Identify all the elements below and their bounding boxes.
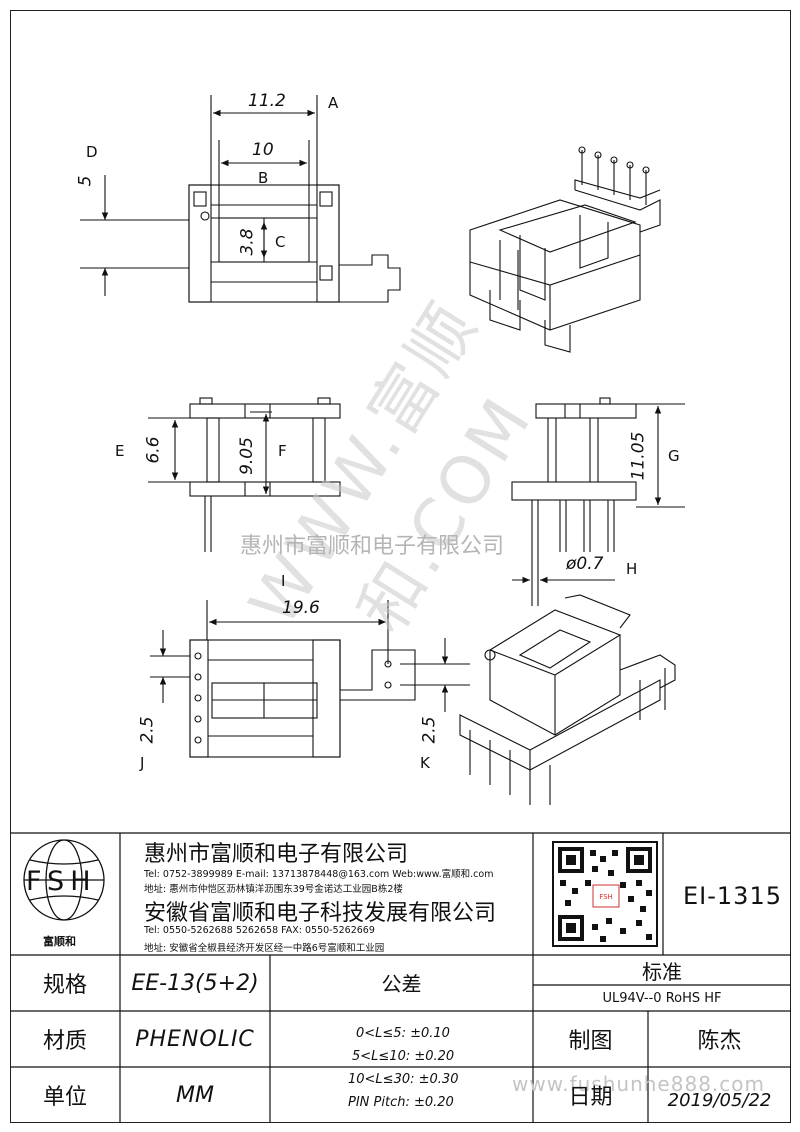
- label-j: J: [140, 754, 145, 772]
- label-b: B: [258, 169, 269, 187]
- watermark-company: 惠州市富顺和电子有限公司: [240, 534, 505, 559]
- dim-6-6: 6.6: [143, 436, 164, 464]
- dim-pin-diameter: ø0.7: [566, 554, 604, 574]
- date-label: 日期: [568, 1085, 613, 1110]
- tolerance-2: 5<L≤10: ±0.20: [352, 1049, 455, 1064]
- label-e: E: [115, 442, 125, 460]
- label-k: K: [420, 754, 430, 772]
- dim-2-5-left: 2.5: [137, 716, 158, 744]
- watermark-site: www.fushunhe888.com: [512, 1072, 765, 1096]
- company-name-1: 惠州市富顺和电子有限公司: [144, 842, 409, 867]
- company-name-2: 安徽省富顺和电子科技发展有限公司: [144, 901, 497, 926]
- dim-11-2: 11.2: [248, 91, 286, 111]
- tolerance-label: 公差: [381, 971, 422, 996]
- dim-3-8: 3.8: [237, 228, 258, 256]
- material-label: 材质: [42, 1029, 87, 1054]
- spec-label: 规格: [42, 973, 87, 998]
- front-view: [148, 397, 341, 552]
- drawn-value: 陈杰: [697, 1029, 742, 1054]
- bottom-view: [150, 600, 470, 758]
- logo-text: FSH: [26, 866, 97, 897]
- spec-value: EE-13(5+2): [131, 970, 259, 996]
- label-a: A: [328, 94, 339, 112]
- tolerance-4: PIN Pitch: ±0.20: [348, 1095, 454, 1110]
- material-value: PHENOLIC: [135, 1026, 255, 1052]
- standard-label: 标准: [642, 959, 682, 984]
- tolerance-1: 0<L≤5: ±0.10: [356, 1026, 450, 1041]
- company-address-2: 地址: 安徽省全椒县经济开发区经一中路6号富顺和工业园: [144, 943, 385, 954]
- dim-5: 5: [75, 175, 96, 187]
- side-view: [511, 397, 685, 606]
- company-contact-1: Tel: 0752-3899989 E-mail: 13713878448@16…: [144, 869, 494, 880]
- unit-label: 单位: [42, 1085, 87, 1110]
- tolerance-3: 10<L≤30: ±0.30: [348, 1072, 459, 1087]
- unit-value: MM: [176, 1082, 214, 1108]
- label-d: D: [86, 143, 98, 161]
- date-value: 2019/05/22: [667, 1089, 772, 1111]
- label-i: I: [281, 572, 286, 590]
- standard-value: UL94V--0 RoHS HF: [602, 990, 722, 1006]
- qr-center-logo: [592, 884, 620, 908]
- part-number: EI-1315: [683, 882, 782, 910]
- label-f: F: [278, 442, 287, 460]
- drawn-label: 制图: [568, 1029, 613, 1054]
- drawing-sheet: [10, 10, 791, 1123]
- dim-11-05: 11.05: [628, 431, 649, 481]
- fsh-logo: [23, 839, 105, 921]
- title-block-lines: [10, 832, 791, 1123]
- label-h: H: [626, 560, 638, 578]
- isometric-view-1: [469, 146, 661, 353]
- svg-text:FSH: FSH: [599, 893, 613, 901]
- company-address-1: 地址: 惠州市仲恺区沥林镇洋沥围东39号金诺达工业园B栋2楼: [144, 884, 403, 895]
- qr-code: [552, 841, 658, 947]
- dim-19-6: 19.6: [282, 598, 320, 618]
- dim-10: 10: [252, 140, 274, 160]
- dim-2-5-right: 2.5: [419, 716, 440, 744]
- qr-pattern: [560, 850, 652, 942]
- company-contact-2: Tel: 0550-5262688 5262658 FAX: 0550-5262…: [144, 925, 375, 936]
- label-g: G: [668, 447, 680, 465]
- top-view: [80, 95, 401, 303]
- dim-9-05: 9.05: [236, 437, 257, 475]
- label-c: C: [275, 233, 286, 251]
- logo-sub: 富顺和: [43, 935, 76, 948]
- isometric-view-2: [459, 594, 676, 805]
